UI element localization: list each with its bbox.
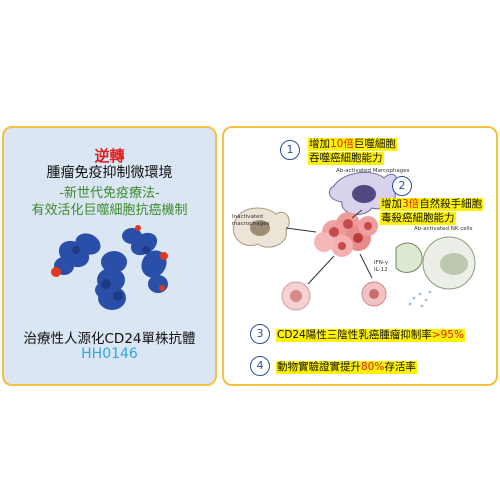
label-activated-macrophages: Ab-activated Marcophages [336, 168, 410, 174]
point-4-text: 動物實驗證實提升80%存活率 [276, 361, 417, 374]
headline-reverse: 逆轉 [94, 147, 125, 165]
subtitle-macrophage-mechanism: 有效活化巨噬細胞抗癌機制 [31, 203, 188, 218]
point-1-number: 1 [280, 140, 300, 160]
point-3-number: 3 [250, 324, 270, 344]
right-mechanism-panel: Ab-activated Marcophages Inactivated mac… [222, 126, 498, 386]
point-3-text: CD24陽性三陰性乳癌腫瘤抑制率>95% [276, 329, 465, 342]
headline-tumor-microenvironment: 腫瘤免疫抑制微環境 [46, 165, 173, 181]
label-il12: IL-12 [374, 267, 388, 273]
point-2-line2: 毒殺癌細胞能力 [380, 212, 456, 225]
drug-code: HH0146 [81, 346, 138, 362]
point-4-number: 4 [250, 356, 270, 376]
label-inactivated: Inactivated [232, 214, 263, 220]
drug-name: 治療性人源化CD24單株抗體 [23, 331, 196, 347]
antibody-illustration [51, 225, 168, 310]
label-nk-cells: Ab-activated NK cells [414, 226, 473, 232]
point-2-number: 2 [392, 176, 412, 196]
point-1-line1: 增加10倍巨噬細胞 [308, 138, 397, 151]
subtitle-immunotherapy: -新世代免疫療法- [59, 186, 160, 201]
point-1-line2: 吞噬癌細胞能力 [308, 152, 384, 165]
left-info-panel: 逆轉 腫瘤免疫抑制微環境 -新世代免疫療法- 有效活化巨噬細胞抗癌機制 [2, 126, 217, 386]
label-macrophages: macrophages [232, 221, 270, 227]
point-2-line1: 增加3倍自然殺手細胞 [380, 198, 484, 211]
label-ifn-gamma: IFN-γ [374, 260, 389, 266]
